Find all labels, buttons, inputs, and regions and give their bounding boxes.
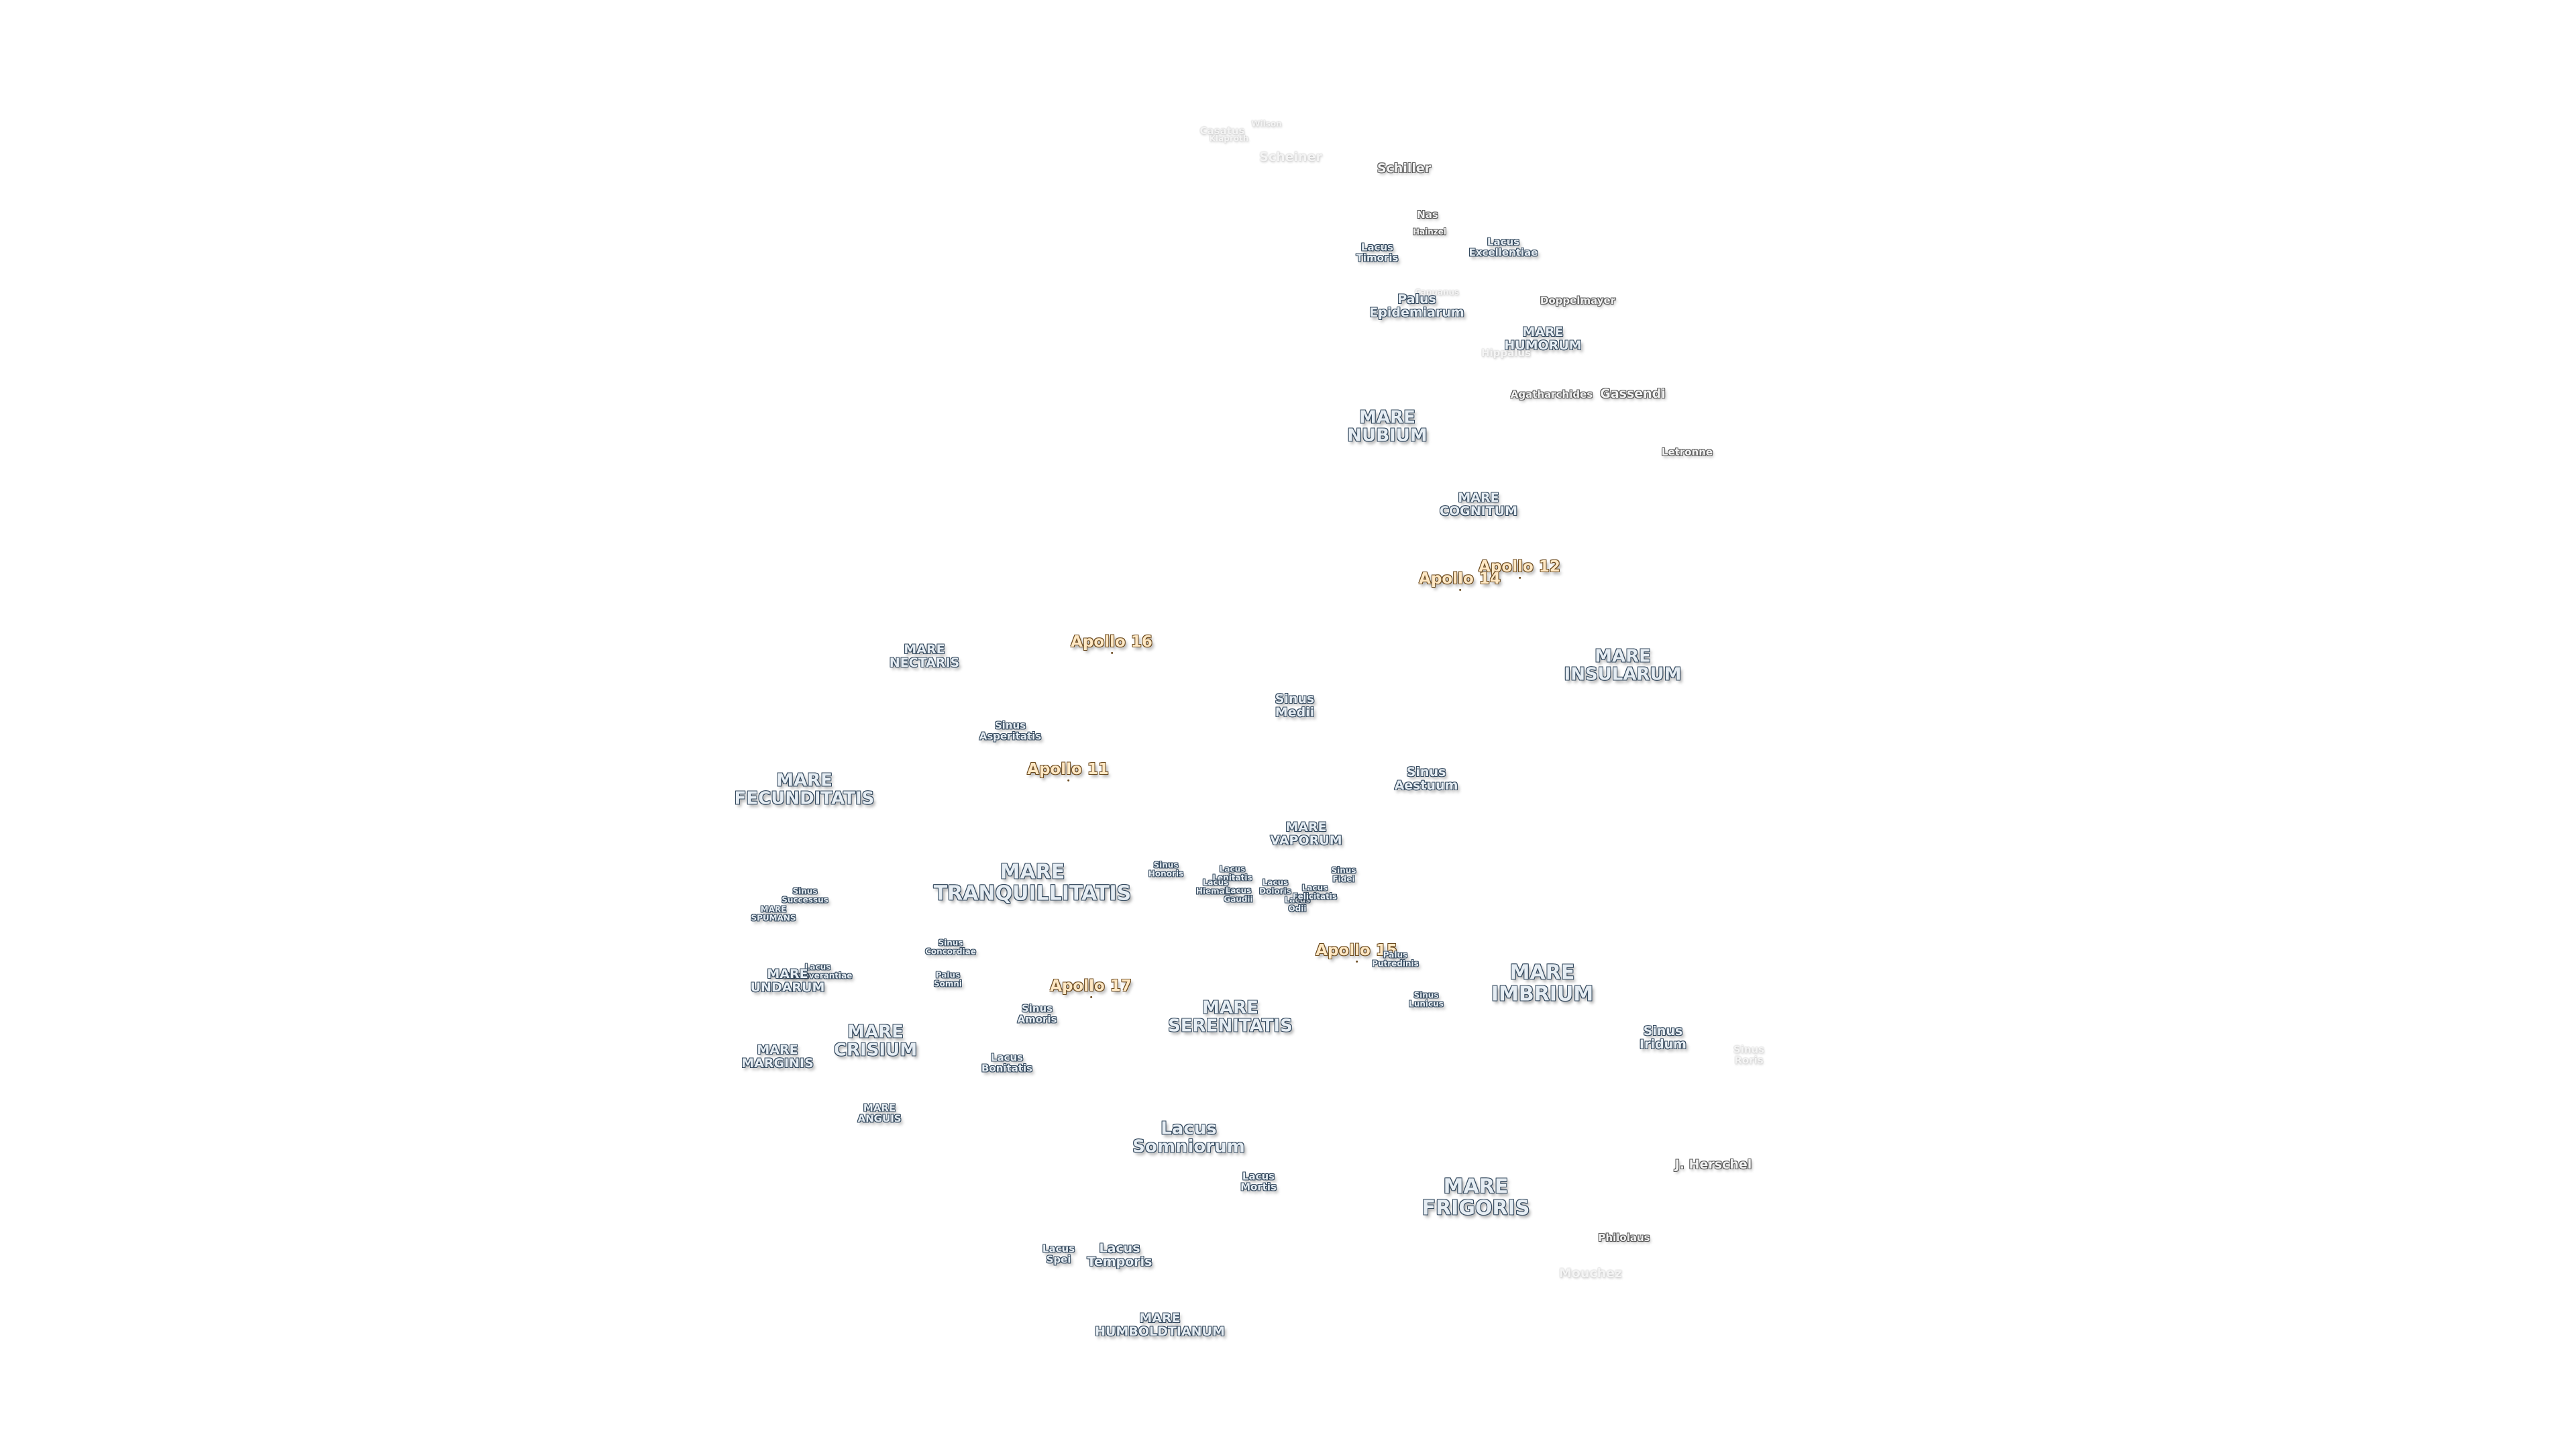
mare-label-sinus-concordiae: Sinus Concordiae [925,938,976,956]
mare-label-sinus-aestuum: Sinus Aestuum [1394,765,1458,793]
crater-label-schiller: Schiller [1377,161,1432,176]
apollo-landing-label-15[interactable]: Apollo 15 [1316,941,1397,963]
mare-label-mare-serenitatis: MARE SERENITATIS [1168,998,1293,1036]
mare-label-lacus-doloris: Lacus Doloris [1259,877,1291,896]
mare-label-sinus-asperitatis: Sinus Asperitatis [979,719,1042,742]
mare-label-mare-nectaris: MARE NECTARIS [889,642,960,670]
mare-label-lacus-lenitatis: Lacus Lenitatis [1212,864,1252,882]
mare-label-lacus-odii: Lacus Odii [1284,895,1311,913]
crater-label-doppelmayer: Doppelmayer [1540,294,1616,307]
crater-label-hippalus: Hippalus [1481,347,1532,360]
mare-label-sinus-roris: Sinus Roris [1733,1043,1765,1066]
mare-label-sinus-iridum: Sinus Iridum [1640,1024,1686,1052]
mare-label-sinus-lunicus: Sinus Lunicus [1409,990,1444,1008]
mare-label-lacus-mortis: Lacus Mortis [1240,1170,1277,1193]
mare-label-mare-insularum: MARE INSULARUM [1564,646,1682,685]
mare-label-lacus-hiemalis: Lacus Hiemalis [1195,877,1236,896]
mare-label-mare-undarum: MARE UNDARUM [750,967,825,995]
mare-label-mare-humboldtianum: MARE HUMBOLDTIANUM [1095,1311,1225,1339]
crater-label-gassendi: Gassendi [1600,386,1666,402]
mare-label-lacus-felicitatis: Lacus Felicitatis [1292,883,1338,901]
mare-label-palus-epidemiarum: Palus Epidemiarum [1369,292,1464,320]
apollo-landing-label-11[interactable]: Apollo 11 [1027,760,1109,782]
crater-label-letronne: Letronne [1661,446,1713,459]
crater-label-scheiner: Scheiner [1259,150,1322,165]
mare-label-palus-putredinis: Palus Putredinis [1372,950,1419,968]
mare-label-lacus-spei: Lacus Spei [1042,1242,1075,1265]
crater-label-klaproth: Klaproth [1209,133,1249,144]
apollo-landing-label-14[interactable]: Apollo 14 [1419,570,1501,592]
mare-label-lacus-bonitatis: Lacus Bonitatis [981,1051,1033,1074]
mare-label-sinus-amoris: Sinus Amoris [1017,1002,1057,1025]
mare-label-lacus-somniorum: Lacus Somniorum [1132,1118,1245,1157]
mare-label-mare-frigoris: MARE FRIGORIS [1421,1175,1530,1220]
crater-label-wilson: Wilson [1251,119,1282,129]
apollo-landing-label-12[interactable]: Apollo 12 [1479,557,1560,580]
mare-label-lacus-perseverantiae: Lacus Perseverantiae [783,962,853,980]
mare-label-mare-vaporum: MARE VAPORUM [1270,820,1342,848]
crater-label-philolaus: Philolaus [1598,1232,1650,1244]
mare-label-lacus-temporis: Lacus Temporis [1087,1241,1152,1269]
mare-label-mare-nubium: MARE NUBIUM [1347,407,1428,446]
crater-label-nasmyth: Nas [1417,209,1438,221]
crater-label-capuanus: Capuanus [1414,287,1460,297]
mare-label-mare-marginis: MARE MARGINIS [741,1042,814,1071]
mare-label-mare-anguis: MARE ANGUIS [857,1102,902,1124]
mare-label-mare-fecunditatis: MARE FECUNDITATIS [734,770,875,809]
mare-label-sinus-medii: Sinus Medii [1275,692,1315,720]
mare-label-mare-spumans: MARE SPUMANS [751,904,796,922]
mare-label-mare-cognitum: MARE COGNITUM [1440,490,1517,519]
mare-label-sinus-fidei: Sinus Fidei [1331,865,1356,883]
mare-label-lacus-timoris: Lacus Timoris [1356,241,1399,264]
mare-label-mare-crisium: MARE CRISIUM [833,1022,918,1061]
crater-label-j-herschel: J. Herschel [1674,1157,1752,1173]
crater-label-mouchez: Mouchez [1558,1266,1623,1281]
mare-label-mare-imbrium: MARE IMBRIUM [1491,961,1594,1006]
mare-label-lacus-excellentiae: Lacus Excellentiae [1468,235,1538,258]
mare-label-mare-humorum: MARE HUMORUM [1504,325,1582,353]
apollo-landing-label-16[interactable]: Apollo 16 [1071,633,1152,655]
mare-label-palus-somni: Palus Somni [933,970,963,988]
crater-label-casatus: Casatus [1199,125,1245,138]
crater-label-hainzel: Hainzel [1412,227,1447,237]
mare-label-sinus-successus: Sinus Successus [782,886,828,904]
mare-label-sinus-honoris: Sinus Honoris [1148,860,1184,878]
crater-label-agatharchides: Agatharchides [1510,388,1593,401]
mare-label-lacus-gaudii: Lacus Gaudii [1224,885,1253,904]
mare-label-mare-tranquillitatis: MARE TRANQUILLITATIS [933,860,1132,905]
apollo-landing-label-17[interactable]: Apollo 17 [1050,977,1132,999]
